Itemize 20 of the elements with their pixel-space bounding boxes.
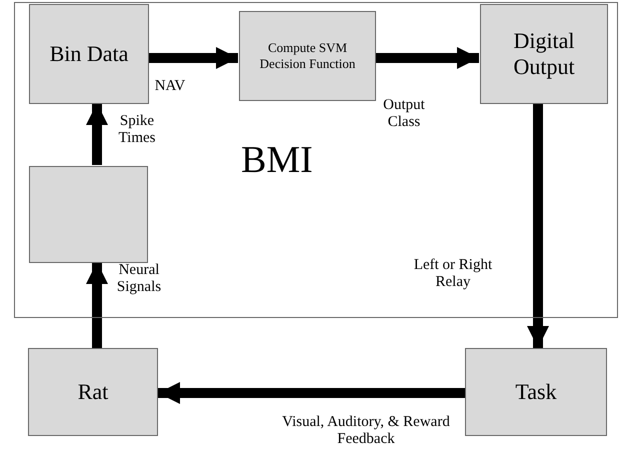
edge-label: Visual, Auditory, & Reward Feedback [281,414,451,448]
process-box: Bin Data [29,4,149,104]
arrow [375,47,479,69]
process-box [29,166,148,263]
process-box: Rat [28,348,158,436]
arrow [148,47,238,69]
edge-label: Spike Times [118,113,156,147]
edge-label: Output Class [382,97,426,131]
arrow [527,103,549,348]
edge-label: Left or Right Relay [412,257,494,291]
process-box: Digital Output [480,4,608,104]
arrow [158,382,465,404]
arrow [86,103,108,165]
process-box: Task [465,348,607,436]
edge-label: NAV [154,78,186,95]
edge-label: Neural Signals [116,262,162,296]
group-title: BMI [241,141,313,179]
arrow [86,262,108,348]
group-box [14,2,618,318]
process-box: Compute SVM Decision Function [239,11,376,101]
